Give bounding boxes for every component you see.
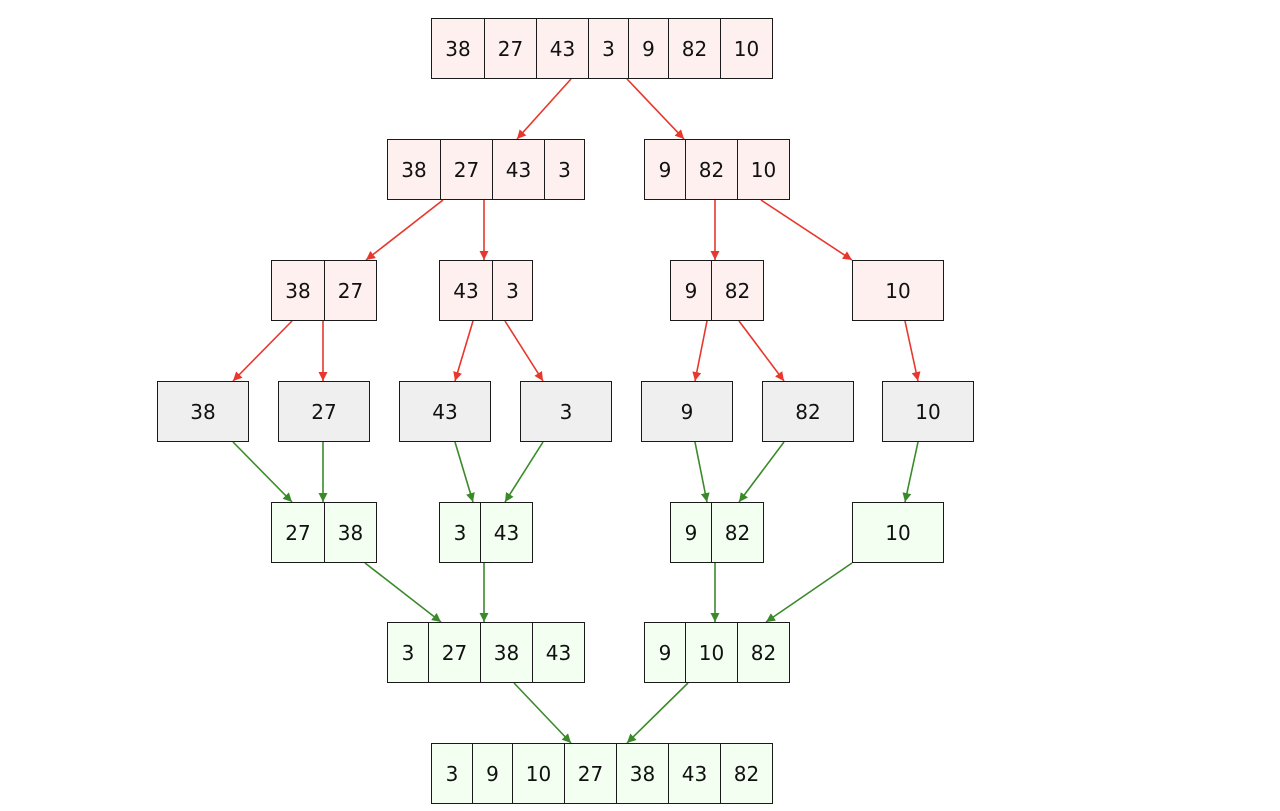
edge-s2d-to-l10 bbox=[904, 320, 921, 382]
array-cell: 43 bbox=[492, 140, 544, 199]
array-cell: 3 bbox=[559, 399, 573, 424]
array-cell: 27 bbox=[285, 520, 311, 545]
array-cell: 10 bbox=[512, 744, 564, 803]
array-cell: 10 bbox=[720, 19, 772, 78]
array-cell: 9 bbox=[628, 19, 668, 78]
edge-s2b-to-l3 bbox=[504, 320, 544, 382]
array-node-l38: 38 bbox=[157, 381, 249, 442]
array-cell: 27 bbox=[311, 399, 337, 424]
array-cell: 38 bbox=[480, 623, 532, 682]
array-cell: 38 bbox=[616, 744, 668, 803]
array-cell: 27 bbox=[324, 261, 376, 320]
array-cell: 43 bbox=[668, 744, 720, 803]
array-cell: 9 bbox=[472, 744, 512, 803]
array-cell: 38 bbox=[285, 278, 311, 303]
array-node-m1d: 10 bbox=[852, 502, 944, 563]
array-cell: 38 bbox=[190, 399, 216, 424]
array-cell: 10 bbox=[885, 278, 911, 303]
edge-s0-to-s1a bbox=[516, 78, 572, 140]
array-node-l9: 9 bbox=[641, 381, 733, 442]
edge-m2b-to-m3 bbox=[626, 682, 689, 744]
edge-m2a-to-m3 bbox=[513, 682, 572, 744]
array-cell: 27 bbox=[440, 140, 492, 199]
array-cell: 38 bbox=[445, 36, 471, 61]
array-cell: 3 bbox=[445, 761, 459, 786]
array-node-s2c: 9 82 bbox=[670, 260, 764, 321]
array-cell: 43 bbox=[536, 19, 588, 78]
array-node-s2a: 38 27 bbox=[271, 260, 377, 321]
array-node-s2d: 10 bbox=[852, 260, 944, 321]
edge-s2c-to-l82 bbox=[738, 320, 785, 382]
array-cell: 9 bbox=[658, 157, 672, 182]
array-cell: 9 bbox=[684, 520, 698, 545]
edge-l10-to-m1d bbox=[902, 441, 919, 503]
edge-s1a-to-s2a bbox=[365, 199, 444, 261]
array-cell: 10 bbox=[685, 623, 737, 682]
array-cell: 38 bbox=[324, 503, 376, 562]
array-cell: 82 bbox=[711, 503, 763, 562]
array-cell: 3 bbox=[453, 520, 467, 545]
array-cell: 43 bbox=[532, 623, 584, 682]
edge-l9-to-m1c bbox=[694, 441, 710, 503]
array-cell: 82 bbox=[737, 623, 789, 682]
edge-s1b-to-s2d bbox=[760, 199, 853, 261]
edge-m1d-to-m2b bbox=[765, 562, 853, 623]
array-cell: 43 bbox=[432, 399, 458, 424]
array-cell: 38 bbox=[401, 157, 427, 182]
edge-l82-to-m1c bbox=[738, 441, 785, 503]
array-cell: 3 bbox=[401, 640, 415, 665]
edge-l3-to-m1b bbox=[504, 441, 544, 503]
array-cell: 10 bbox=[885, 520, 911, 545]
array-node-m1b: 3 43 bbox=[439, 502, 533, 563]
array-cell: 82 bbox=[795, 399, 821, 424]
edge-s2a-to-l38 bbox=[232, 320, 293, 382]
array-cell: 3 bbox=[588, 19, 628, 78]
array-node-m1c: 9 82 bbox=[670, 502, 764, 563]
array-cell: 27 bbox=[428, 623, 480, 682]
edge-l38-to-m1a bbox=[232, 441, 293, 503]
array-cell: 82 bbox=[711, 261, 763, 320]
array-cell: 82 bbox=[720, 744, 772, 803]
array-cell: 27 bbox=[484, 19, 536, 78]
array-cell: 9 bbox=[680, 399, 694, 424]
array-cell: 82 bbox=[685, 140, 737, 199]
array-cell: 3 bbox=[544, 140, 584, 199]
array-node-l10: 10 bbox=[882, 381, 974, 442]
edge-m1a-to-m2a bbox=[364, 562, 442, 623]
array-cell: 9 bbox=[684, 278, 698, 303]
edge-l43-to-m1b bbox=[454, 441, 475, 503]
array-node-s2b: 43 3 bbox=[439, 260, 533, 321]
array-cell: 82 bbox=[668, 19, 720, 78]
array-node-l43: 43 bbox=[399, 381, 491, 442]
array-cell: 9 bbox=[658, 640, 672, 665]
edge-s2c-to-l9 bbox=[692, 320, 708, 382]
array-cell: 3 bbox=[492, 261, 532, 320]
array-node-l27: 27 bbox=[278, 381, 370, 442]
array-cell: 10 bbox=[915, 399, 941, 424]
edge-s2b-to-l43 bbox=[453, 320, 474, 382]
array-cell: 27 bbox=[564, 744, 616, 803]
array-node-l82: 82 bbox=[762, 381, 854, 442]
array-cell: 43 bbox=[453, 278, 479, 303]
array-cell: 43 bbox=[480, 503, 532, 562]
array-cell: 10 bbox=[737, 140, 789, 199]
array-node-l3: 3 bbox=[520, 381, 612, 442]
edge-s0-to-s1b bbox=[626, 78, 685, 140]
array-node-m1a: 27 38 bbox=[271, 502, 377, 563]
